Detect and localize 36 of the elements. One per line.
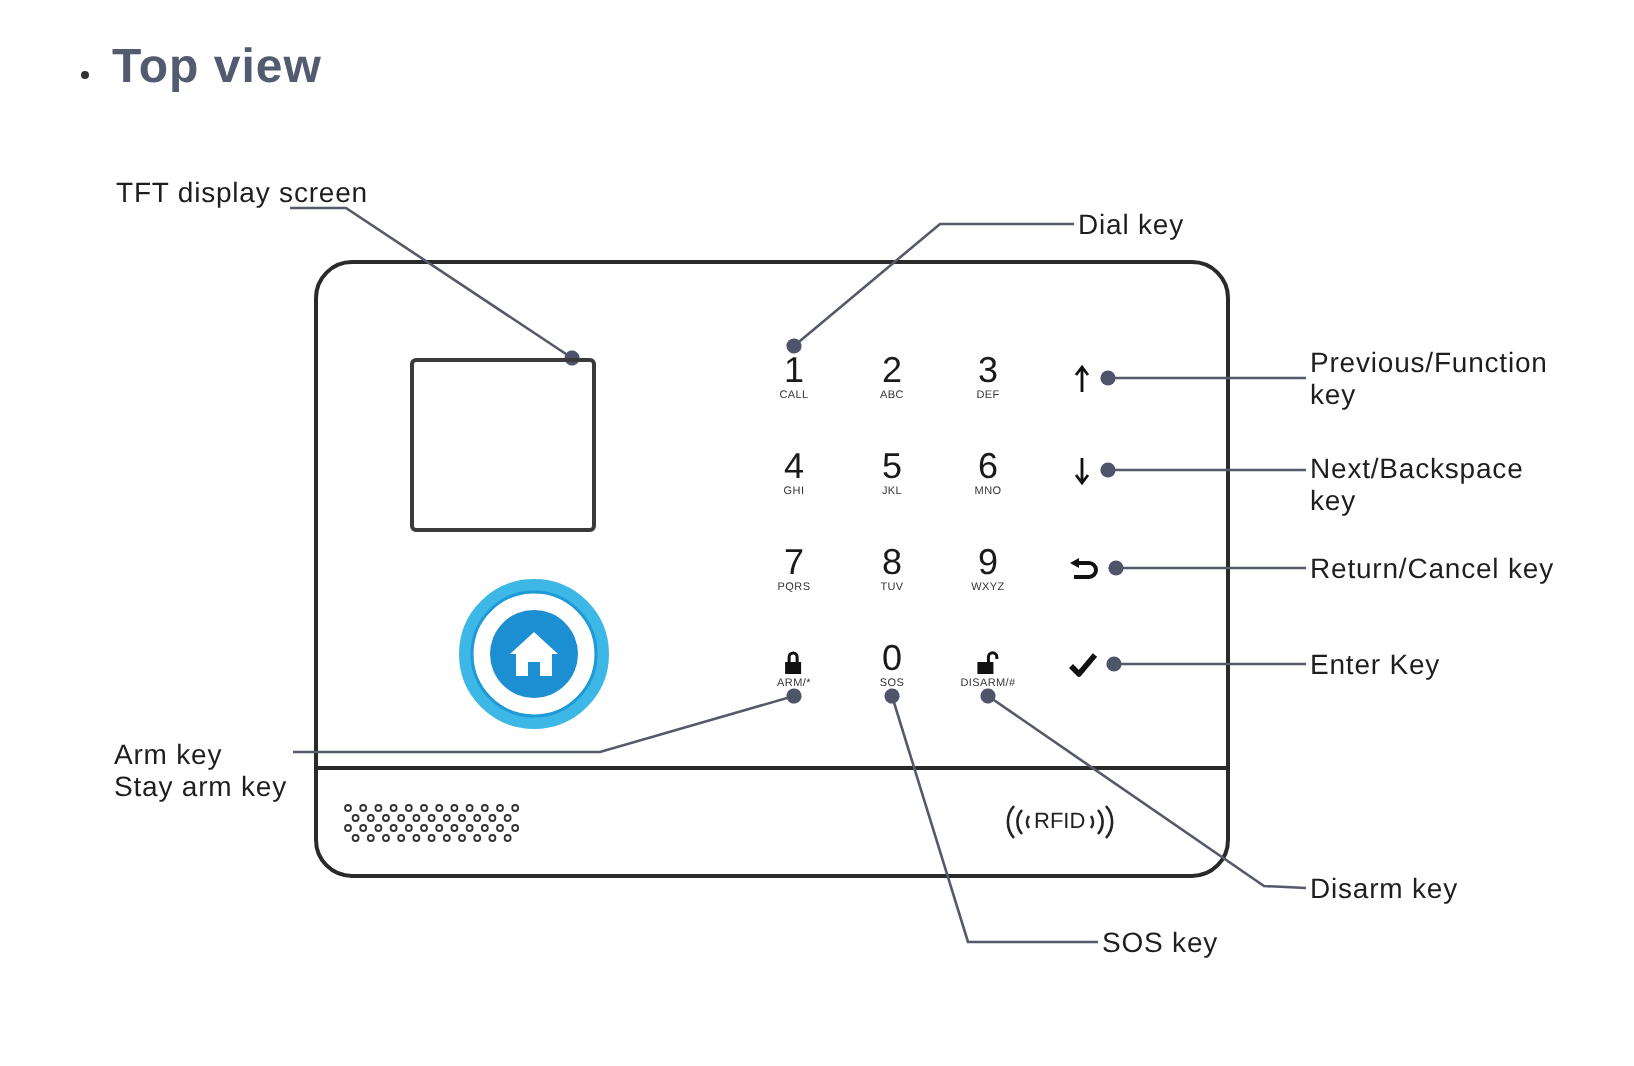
leader-line: [1100, 462, 1306, 478]
key-number: 2: [882, 352, 902, 388]
key-number: 3: [978, 352, 998, 388]
check-mark-icon: [1068, 652, 1098, 678]
key-number: 4: [784, 448, 804, 484]
leader-line: [290, 206, 580, 366]
key-number: 8: [882, 544, 902, 580]
leader-line: [1100, 370, 1306, 386]
leader-line: [293, 688, 802, 754]
callout-label: TFT display screen: [116, 176, 368, 208]
callout-label: Dial key: [1078, 208, 1184, 240]
down-arrow-icon: [1072, 456, 1092, 486]
title: Top view: [112, 40, 322, 96]
leader-line: [884, 688, 1098, 944]
leader-line: [1108, 560, 1306, 576]
key-number: 6: [978, 448, 998, 484]
key-number: 5: [882, 448, 902, 484]
rfid-label: RFID: [1034, 808, 1086, 836]
key-number: 9: [978, 544, 998, 580]
leader-line: [1106, 656, 1306, 672]
callout-label: Next/Backspace key: [1310, 452, 1550, 516]
display-screen: [410, 358, 596, 532]
leader-line: [980, 688, 1307, 890]
callout-label: Arm key: [114, 738, 225, 770]
key-number: 7: [784, 544, 804, 580]
leader-line: [786, 222, 1074, 354]
callout-label: SOS key: [1102, 926, 1219, 958]
return-arrow-icon: [1068, 558, 1100, 580]
callout-label: Return/Cancel key: [1310, 552, 1554, 584]
callout-label: Enter Key: [1310, 648, 1441, 680]
up-arrow-icon: [1072, 364, 1092, 394]
key-number: 0: [879, 640, 904, 676]
callout-label: Previous/Function key: [1310, 346, 1580, 410]
key-number: 1: [781, 352, 806, 388]
callout-label: Disarm key: [1310, 872, 1459, 904]
callout-label: Stay arm key: [114, 770, 287, 802]
